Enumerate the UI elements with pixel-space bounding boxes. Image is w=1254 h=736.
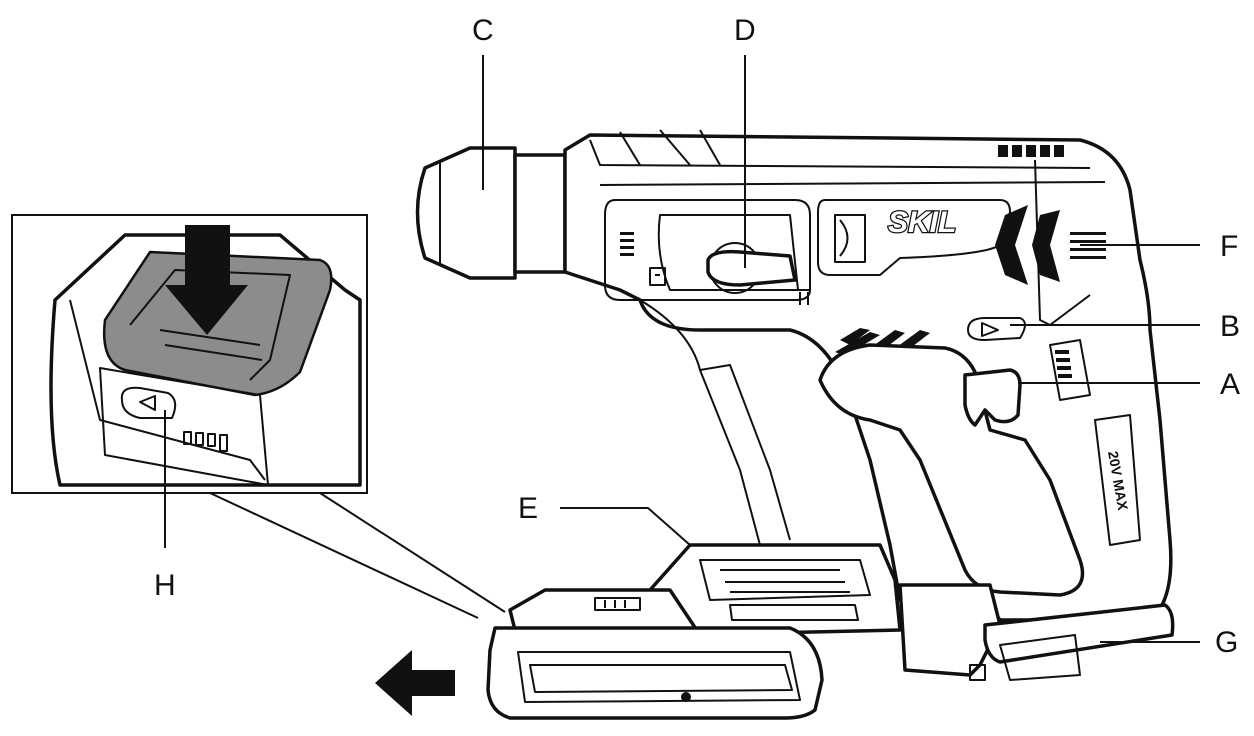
callouts: C D F B A E G H bbox=[154, 14, 1240, 659]
battery-pack bbox=[486, 588, 824, 720]
label-a: A bbox=[1220, 368, 1240, 401]
removal-arrow-icon bbox=[375, 650, 455, 716]
drill-body: SKIL bbox=[415, 129, 1175, 681]
fuel-gauge-panel bbox=[99, 367, 269, 486]
press-down-arrow-icon bbox=[165, 225, 248, 335]
top-vents bbox=[998, 145, 1064, 157]
label-d: D bbox=[734, 14, 756, 47]
fuel-gauge-button bbox=[120, 386, 177, 419]
logo-badge bbox=[817, 199, 1011, 276]
handle-grip-area bbox=[818, 343, 1085, 597]
battery-detail-inset bbox=[11, 214, 368, 494]
chuck bbox=[415, 146, 517, 280]
label-e: E bbox=[518, 492, 538, 525]
label-g: G bbox=[1215, 626, 1238, 659]
mode-selector-knob bbox=[706, 249, 797, 287]
label-h: H bbox=[154, 569, 176, 602]
label-f: F bbox=[1220, 230, 1238, 263]
label-c: C bbox=[472, 14, 494, 47]
belt-clip bbox=[983, 603, 1175, 664]
label-b: B bbox=[1220, 310, 1240, 343]
brand-logo: SKIL bbox=[888, 206, 956, 239]
fuel-gauge-leds bbox=[183, 431, 228, 452]
mode-selector-plate bbox=[604, 199, 811, 301]
trigger bbox=[963, 368, 1022, 427]
